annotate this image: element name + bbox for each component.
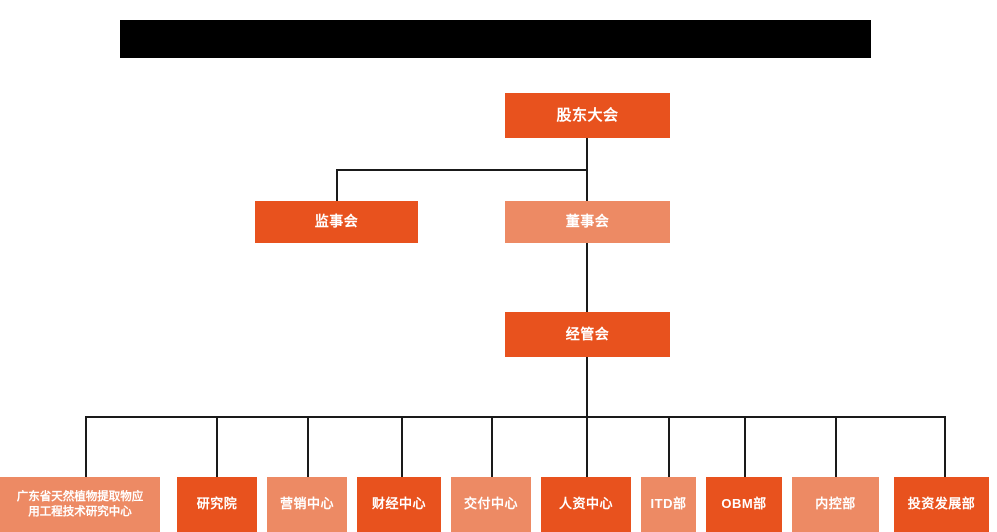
connector-drop-marketing [307,416,309,477]
connector-management-stem [586,357,588,417]
connector-drop-hr [586,416,588,477]
org-node-management-label: 经管会 [565,325,610,342]
org-node-management[interactable]: 经管会 [505,312,670,357]
org-node-shareholders[interactable]: 股东大会 [505,93,670,138]
org-node-supervisory[interactable]: 监事会 [255,201,418,243]
connector-drop-delivery [491,416,493,477]
connector-drop-finance [401,416,403,477]
connector-level1-bus [336,169,588,171]
org-node-obm-label: OBM部 [721,496,767,512]
connector-drop-itd [668,416,670,477]
connector-drop-institute [216,416,218,477]
org-node-marketing-label: 营销中心 [279,496,334,512]
org-node-obm[interactable]: OBM部 [706,477,782,532]
connector-supervisory-drop [336,169,338,201]
connector-board-to-management [586,243,588,312]
org-node-itd-label: ITD部 [650,496,687,512]
connector-drop-rnd-center [85,416,87,477]
org-node-internal-control[interactable]: 内控部 [792,477,879,532]
org-node-hr-label: 人资中心 [558,496,613,512]
org-node-investment-label: 投资发展部 [907,496,976,512]
org-node-marketing[interactable]: 营销中心 [267,477,347,532]
org-node-board-label: 董事会 [565,213,610,230]
org-node-finance-label: 财经中心 [371,496,426,512]
connector-drop-obm [744,416,746,477]
connector-department-bus [85,416,945,418]
org-node-investment[interactable]: 投资发展部 [894,477,989,532]
org-node-hr[interactable]: 人资中心 [541,477,631,532]
org-node-institute[interactable]: 研究院 [177,477,257,532]
org-node-itd[interactable]: ITD部 [641,477,696,532]
org-node-board[interactable]: 董事会 [505,201,670,243]
connector-drop-investment [944,416,946,477]
connector-drop-internal-control [835,416,837,477]
org-node-delivery[interactable]: 交付中心 [451,477,531,532]
redacted-title-bar [120,20,871,58]
org-node-rnd-center-label: 广东省天然植物提取物应 用工程技术研究中心 [16,490,144,518]
org-node-delivery-label: 交付中心 [463,496,518,512]
connector-board-drop [586,169,588,201]
org-node-institute-label: 研究院 [196,496,238,512]
org-node-rnd-center[interactable]: 广东省天然植物提取物应 用工程技术研究中心 [0,477,160,532]
org-node-supervisory-label: 监事会 [314,213,359,230]
org-node-internal-control-label: 内控部 [815,496,856,512]
connector-shareholders-stem [586,138,588,170]
org-node-shareholders-label: 股东大会 [556,106,619,124]
org-node-finance[interactable]: 财经中心 [357,477,441,532]
